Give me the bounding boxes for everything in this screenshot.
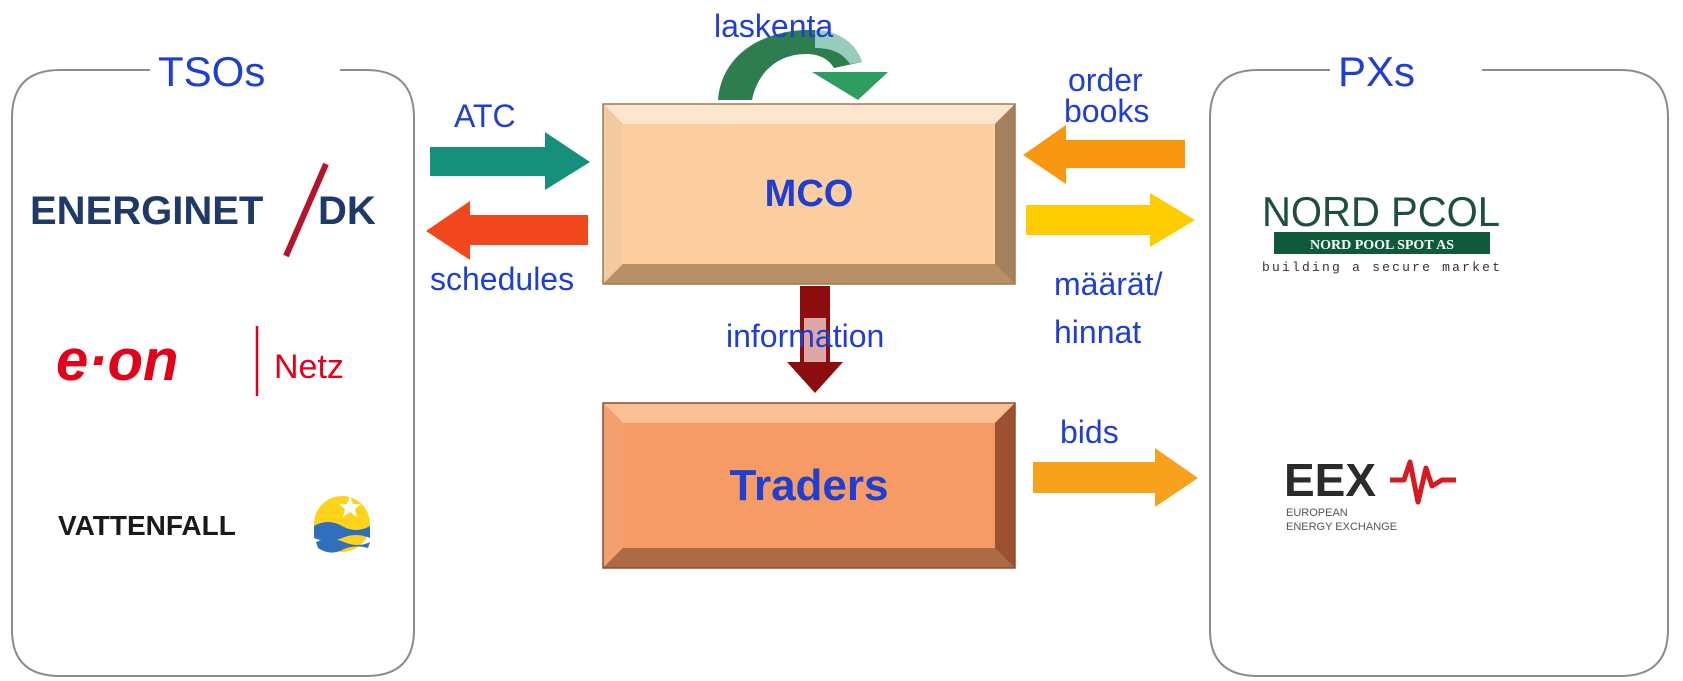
order-label: order xyxy=(1068,62,1143,98)
maarat-label: määrät/ xyxy=(1054,266,1163,302)
energinet-left-text: ENERGINET xyxy=(30,189,263,233)
hinnat-label: hinnat xyxy=(1054,314,1142,350)
energinet-right-text: DK xyxy=(318,189,376,233)
traders-label: Traders xyxy=(729,460,889,510)
px-group-title: PXs xyxy=(1330,51,1424,93)
eon-suffix-text: Netz xyxy=(274,348,344,386)
eon-brand-text: e·on xyxy=(56,328,178,393)
eex-line2-text: ENERGY EXCHANGE xyxy=(1286,521,1397,533)
books-label: books xyxy=(1064,93,1150,129)
schedules-arrow xyxy=(426,201,588,260)
nordpool-tagline-text: building a secure market xyxy=(1262,260,1500,275)
tso-group-frame xyxy=(11,69,415,677)
information-arrow xyxy=(787,286,843,393)
eon-netz-logo: e·on Netz xyxy=(56,324,376,400)
tso-group-title: TSOs xyxy=(150,51,274,93)
vattenfall-logo: VATTENFALL xyxy=(58,486,378,562)
maarat-hinnat-arrow xyxy=(1026,193,1195,247)
eex-logo: EEX EUROPEAN ENERGY EXCHANGE xyxy=(1284,450,1484,540)
bids-arrow xyxy=(1033,448,1198,507)
px-group-frame xyxy=(1209,69,1669,677)
schedules-label: schedules xyxy=(430,261,575,297)
laskenta-arrow xyxy=(718,29,888,100)
mco-label: MCO xyxy=(764,172,854,215)
traders-box xyxy=(602,402,1016,569)
order-books-arrow xyxy=(1023,125,1185,184)
atc-arrow xyxy=(430,132,590,190)
eex-line1-text: EUROPEAN xyxy=(1286,507,1348,519)
atc-label: ATC xyxy=(454,98,516,134)
nordpool-title-text: NORD PCOL xyxy=(1262,188,1500,235)
mco-box xyxy=(602,103,1016,285)
energinet-logo: ENERGINET DK xyxy=(30,162,390,262)
eex-name-text: EEX xyxy=(1284,454,1376,506)
nordpool-bar-text: NORD POOL SPOT AS xyxy=(1310,238,1454,253)
information-label: information xyxy=(726,318,885,354)
bids-label: bids xyxy=(1060,414,1119,450)
vattenfall-text: VATTENFALL xyxy=(58,510,236,541)
laskenta-label: laskenta xyxy=(714,8,834,44)
nordpool-logo: NORD PCOL NORD POOL SPOT AS building a s… xyxy=(1258,182,1508,282)
